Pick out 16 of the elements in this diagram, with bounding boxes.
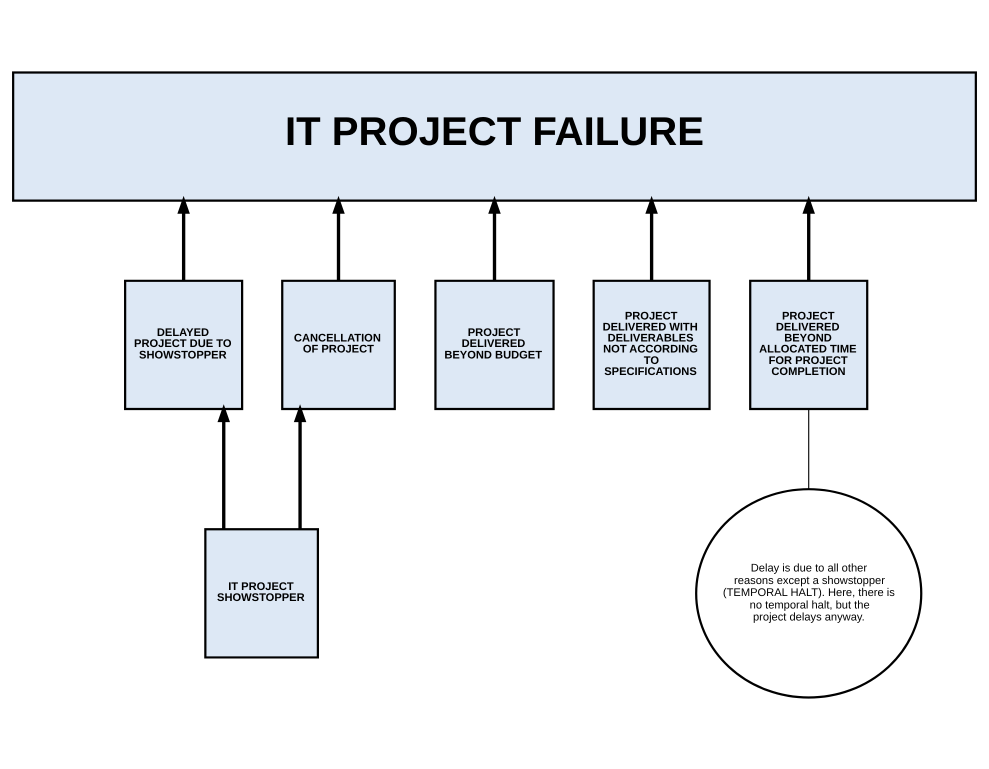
node-box: IT PROJECT FAILURE <box>12 70 977 202</box>
arrow <box>294 404 306 529</box>
arrow <box>645 195 658 280</box>
arrow <box>177 195 190 280</box>
arrow <box>802 195 815 280</box>
arrow <box>488 195 501 280</box>
node-box: PROJECT DELIVERED BEYOND BUDGET <box>434 279 555 410</box>
arrow <box>332 195 345 280</box>
node-box: DELAYED PROJECT DUE TO SHOWSTOPPER <box>124 279 244 410</box>
connector <box>808 408 810 489</box>
node-box: PROJECT DELIVERED WITH DELIVERABLES NOT ACCORDING TO SPECIFICATIONS <box>592 279 711 410</box>
node-box: IT PROJECT SHOWSTOPPER <box>204 528 319 658</box>
node-box: CANCELLATION OF PROJECT <box>281 279 396 410</box>
node-circle: Delay is due to all other reasons except a showstopper (TEMPORAL HALT). Here, there is no temporal halt, but the project delays anyway. <box>695 488 922 698</box>
node-box: PROJECT DELIVERED BEYOND ALLOCATED TIME FOR PROJECT COMPLETION <box>749 279 868 410</box>
arrow <box>217 404 230 529</box>
